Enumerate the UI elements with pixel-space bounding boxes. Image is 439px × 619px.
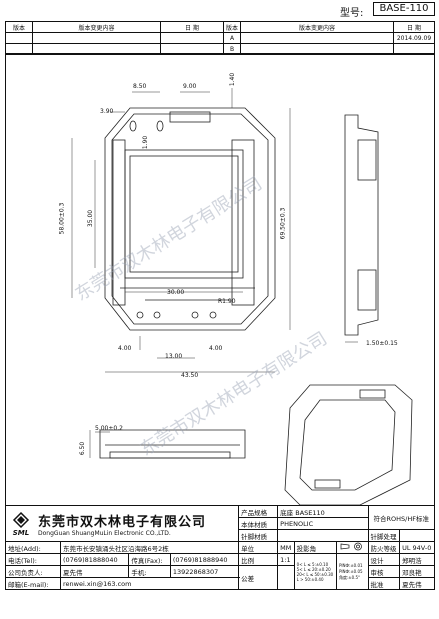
tolerance-list: 0< L ≤ 5:±0.10 5< L ≤ 20:±0.20 20< L ≤ 5… (293, 553, 337, 590)
address-value: 东莞市长安镇涌头社区沿海路6号2栋 (59, 541, 240, 554)
approve-label: 批准 (367, 577, 401, 590)
tolerance-pin-1: PINФ:±0.01 (338, 562, 363, 568)
title-block: SML 东莞市双木林电子有限公司 DongGuan ShuangMuLin El… (4, 505, 436, 590)
pin-hole-4 (209, 311, 217, 319)
dim-label: 1.40 (229, 72, 237, 87)
fire-label: 防火等级 (367, 541, 401, 554)
dim-label: 30.00 (167, 289, 185, 296)
tolerance-angle: 角度:±0.5° (338, 574, 361, 580)
mobile-label: 手机: (128, 565, 171, 578)
fire-value: UL 94V-0 (399, 541, 435, 554)
revision-row: B (5, 43, 435, 55)
model-label: 型号: (340, 8, 364, 19)
top-view-cavity-inner (129, 155, 239, 273)
dim-label: 6.50 (79, 441, 87, 456)
tolerance-item: 20< L ≤ 50:±0.30 (296, 571, 334, 577)
company-cell: SML 东莞市双木林电子有限公司 DongGuan ShuangMuLin El… (4, 505, 240, 542)
tolerance-item: 5< L ≤ 20:±0.20 (296, 566, 331, 572)
address-label: 地址(Add): (5, 541, 61, 554)
dim-label: 4.00 (118, 345, 132, 352)
design-label: 设计 (367, 553, 401, 566)
pin-hole-2 (153, 311, 161, 319)
rohs: 符合ROHS/HF标准 (367, 505, 436, 530)
iso-view-slot (359, 389, 386, 399)
review-label: 审核 (367, 565, 401, 578)
side-view-slot-bottom (357, 269, 377, 311)
approve-value: 夏先伟 (399, 577, 435, 590)
dim-label: R1.90 (218, 298, 236, 305)
tolerance-label: 公差 (238, 565, 279, 590)
dim-label: 3.90 (100, 108, 114, 115)
rep-value: 夏先伟 (59, 565, 130, 578)
material-value: PHENOLIC (277, 517, 369, 530)
dim-label: 4.00 (209, 345, 223, 352)
pin-material-value (277, 529, 369, 542)
rep-label: 公司负责人: (5, 565, 61, 578)
side-view-outline (344, 114, 379, 336)
rev-date (393, 43, 435, 55)
phone-label: 电话(Tel): (5, 553, 61, 566)
review-value: 邓良艳 (399, 565, 435, 578)
top-hole-2 (156, 120, 164, 132)
company-name-en: DongGuan ShuangMuLin Electronic CO.,LTD. (38, 529, 171, 537)
dim-label: 5.00±0.2 (95, 425, 123, 432)
design-value: 郑明浩 (399, 553, 435, 566)
spec-label: 产品规格 (238, 505, 279, 518)
rev-ver: B (223, 43, 241, 55)
bottom-view-outline (99, 429, 246, 459)
bottom-view-base (109, 451, 231, 459)
company-name-cn: 东莞市双木林电子有限公司 (38, 514, 207, 530)
projection-icon (335, 541, 369, 554)
dim-label: 43.50 (181, 372, 199, 379)
email-label: 邮箱(E-mail): (5, 577, 61, 590)
phone-value: (0769)81888040 (59, 553, 130, 566)
logo-icon (12, 511, 30, 528)
dim-label: 69.50±0.3 (279, 207, 287, 240)
pin-hole-1 (136, 311, 144, 319)
fax-value: (0769)81888940 (169, 553, 240, 566)
dim-label: 13.00 (165, 353, 183, 360)
side-view-slot-top (357, 139, 377, 181)
logo: SML (10, 511, 32, 537)
revision-table: 版本 版本变更内容 日 期 版本 版本变更内容 日 期 A 2014.09.09… (5, 21, 435, 55)
unit-label: 单位 (238, 541, 279, 554)
top-hole-1 (129, 120, 137, 132)
email-value: renwei.xin@163.com (59, 577, 240, 590)
top-view-outline (104, 107, 276, 331)
spec-value: 底座 BASE110 (277, 505, 369, 518)
dim-label: 1.50±0.15 (366, 340, 398, 347)
fax-label: 传真(Fax): (128, 553, 171, 566)
projection-icon (340, 542, 362, 551)
iso-view-outline (284, 384, 413, 506)
mobile-value: 13922868307 (169, 565, 240, 578)
pin-finish-value (399, 529, 435, 542)
iso-view-slot-2 (314, 479, 341, 489)
scale-value: 1:1 (277, 553, 295, 566)
top-view-rail-right (231, 139, 255, 306)
dim-label: 58.00±0.3 (58, 202, 66, 235)
projection-label: 投影角 (293, 541, 337, 554)
revision-header-row: 版本 版本变更内容 日 期 版本 版本变更内容 日 期 (5, 21, 435, 33)
pin-material-label: 针脚材质 (238, 529, 279, 542)
top-view-slot (169, 111, 211, 123)
iso-view-cavity (299, 399, 396, 491)
tolerance-pin: PINФ:±0.01 PINФ:±0.05 角度:±0.5° (335, 553, 369, 590)
dim-label: 1.90 (142, 135, 150, 150)
tolerance-blank (277, 565, 295, 590)
logo-text: SML (12, 528, 30, 537)
tolerance-item: L > 50:±0.40 (296, 576, 324, 582)
scale-label: 比例 (238, 553, 279, 566)
model-value: BASE-110 (373, 2, 435, 16)
dim-label: 8.50 (133, 83, 147, 90)
dim-label: 35.00 (87, 209, 95, 228)
material-label: 本体材质 (238, 517, 279, 530)
tolerance-pin-2: PINФ:±0.05 (338, 568, 363, 574)
pin-finish-label: 针脚处理 (367, 529, 401, 542)
tolerance-item: 0< L ≤ 5:±0.10 (296, 561, 329, 567)
dim-label: 9.00 (183, 83, 197, 90)
pin-hole-3 (191, 311, 199, 319)
unit-value: MM (277, 541, 295, 554)
top-view-rail-left (112, 139, 126, 306)
